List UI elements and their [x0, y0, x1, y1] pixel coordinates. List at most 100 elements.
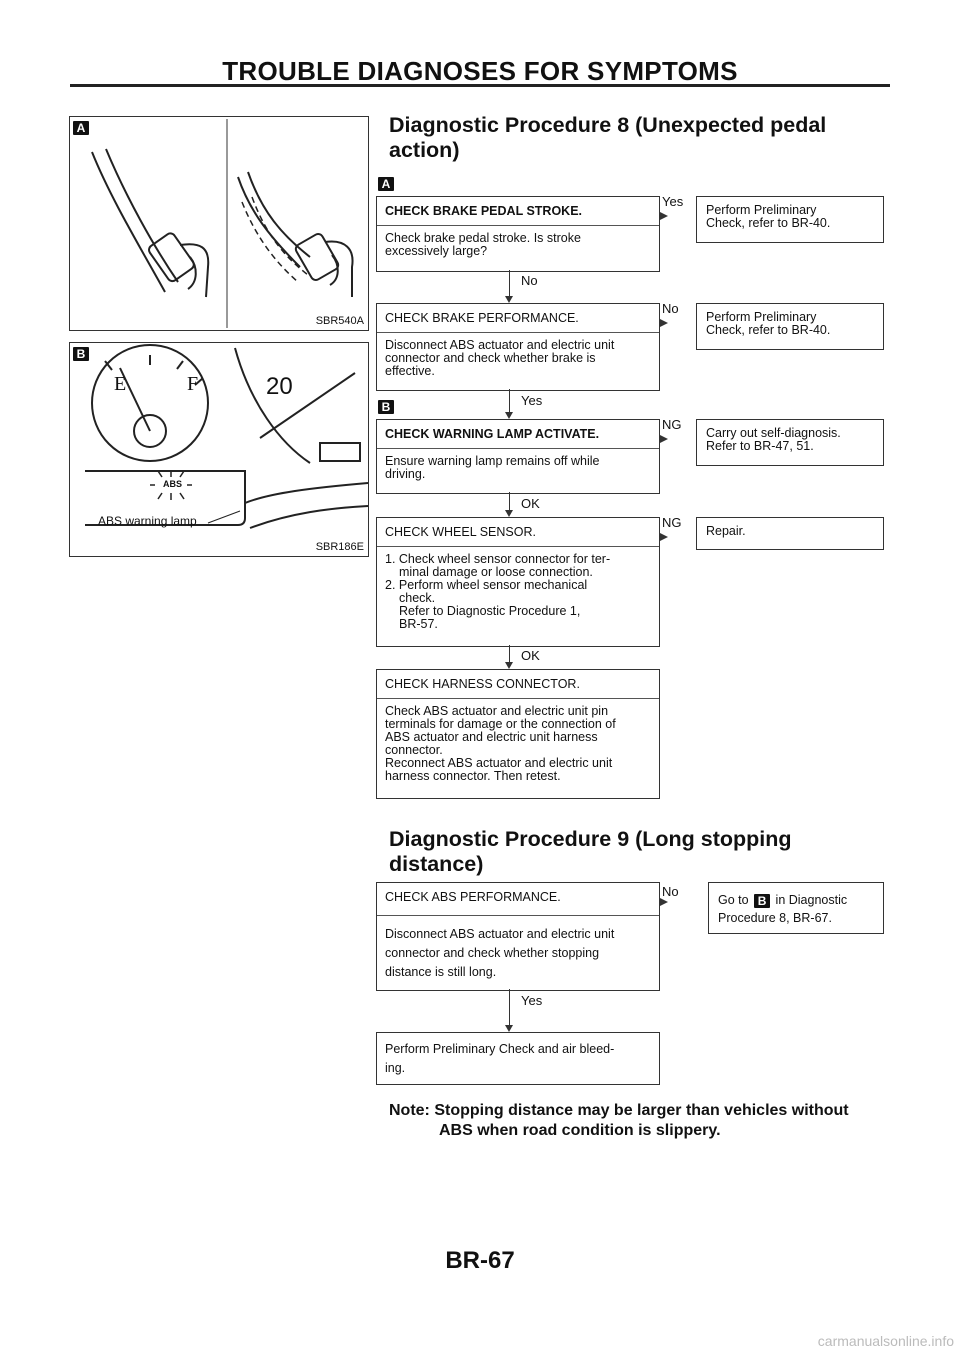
proc9-result-line1: Go to B in Diagnostic [718, 891, 874, 909]
proc8-step3-result: Carry out self-diagnosis. Refer to BR-47… [696, 419, 884, 466]
proc8-step4-result: Repair. [696, 517, 884, 550]
proc8-step2-body-line: Disconnect ABS actuator and electric uni… [385, 338, 615, 352]
proc8-step3-right-label: NG [662, 417, 682, 432]
result-line: Perform Preliminary [706, 310, 817, 324]
connector [659, 517, 660, 537]
result-line: Carry out self-diagnosis. [706, 426, 841, 440]
proc8-step1-body-line: excessively large? [385, 244, 488, 258]
proc8-step1-right-label: Yes [662, 194, 684, 209]
arrow-down-icon [505, 296, 513, 303]
proc8-step4-right-label: NG [662, 515, 682, 530]
connector [509, 492, 510, 510]
proc8-step4-body-line: minal damage or loose connection. [399, 565, 593, 579]
result-line: Refer to BR-47, 51. [706, 439, 814, 453]
proc9-step-heading: CHECK ABS PERFORMANCE. [377, 883, 659, 916]
proc9-result-tag: B [754, 893, 771, 908]
proc8-step3-heading: CHECK WARNING LAMP ACTIVATE. [377, 420, 659, 449]
proc8-step1-body-line: Check brake pedal stroke. Is stroke [385, 231, 581, 245]
proc9-final-line: Perform Preliminary Check and air bleed- [385, 1042, 615, 1056]
proc8-tag-a: A [378, 177, 394, 191]
proc8-title: Diagnostic Procedure 8 (Unexpected pedal… [389, 113, 826, 163]
proc9-final-box: Perform Preliminary Check and air bleed-… [376, 1032, 660, 1085]
page-header-title: TROUBLE DIAGNOSES FOR SYMPTOMS [222, 56, 738, 86]
abs-lamp-text: ABS [163, 479, 183, 489]
figure-b: B E F 20 ABS ABS warning lamp SBR186E [69, 342, 369, 557]
connector [509, 645, 510, 662]
figure-a: A SBR540A [69, 116, 369, 331]
connector [509, 389, 510, 412]
abs-warning-lamp-label: ABS warning lamp [98, 514, 197, 528]
proc8-step4-down-label: OK [521, 648, 540, 663]
figure-a-tag: A [73, 121, 89, 135]
arrow-right-icon [660, 435, 668, 443]
proc8-step1-box: CHECK BRAKE PEDAL STROKE. Check brake pe… [376, 196, 660, 272]
figure-a-code: SBR540A [315, 315, 364, 327]
proc8-step5-body-line: Check ABS actuator and electric unit pin [385, 704, 609, 718]
proc9-title: Diagnostic Procedure 9 (Long stopping di… [389, 827, 792, 877]
proc9-result-post: in Diagnostic [775, 893, 848, 907]
connector [659, 303, 660, 323]
proc8-step4-box: CHECK WHEEL SENSOR. 1. Check wheel senso… [376, 517, 660, 647]
proc9-step-body-line: distance is still long. [385, 965, 497, 979]
proc9-step-body-line: connector and check whether stopping [385, 946, 600, 960]
arrow-down-icon [505, 412, 513, 419]
proc8-step2-down-label: Yes [521, 393, 543, 408]
proc8-step2-right-label: No [662, 301, 679, 316]
abs-warning-lamp-illustration [85, 344, 368, 529]
connector [659, 419, 660, 439]
proc8-step5-body-line: harness connector. Then retest. [385, 769, 561, 783]
connector [659, 196, 660, 216]
result-line: Perform Preliminary [706, 203, 817, 217]
proc8-step4-body-line: check. [399, 591, 436, 605]
proc8-step3-box: CHECK WARNING LAMP ACTIVATE. Ensure warn… [376, 419, 660, 494]
proc8-step4-body-line: 1. Check wheel sensor connector for ter- [385, 552, 611, 566]
arrow-right-icon [660, 533, 668, 541]
proc9-right-label: No [662, 884, 679, 899]
arrow-down-icon [505, 1025, 513, 1032]
proc9-step-box: CHECK ABS PERFORMANCE. Disconnect ABS ac… [376, 882, 660, 991]
proc8-step5-body-line: ABS actuator and electric unit harness [385, 730, 598, 744]
proc8-step2-box: CHECK BRAKE PERFORMANCE. Disconnect ABS … [376, 303, 660, 391]
arrow-right-icon [660, 212, 668, 220]
proc8-step1-result: Perform Preliminary Check, refer to BR-4… [696, 196, 884, 243]
proc9-note-line2: ABS when road condition is slippery. [439, 1122, 721, 1139]
arrow-down-icon [505, 510, 513, 517]
proc8-step2-body-line: connector and check whether brake is [385, 351, 596, 365]
connector [509, 989, 510, 1025]
proc8-step5-body-line: Reconnect ABS actuator and electric unit [385, 756, 613, 770]
proc8-step4-body-line: Refer to Diagnostic Procedure 1, [399, 604, 581, 618]
figure-b-code: SBR186E [315, 541, 364, 553]
proc8-step5-box: CHECK HARNESS CONNECTOR. Check ABS actua… [376, 669, 660, 799]
connector [509, 270, 510, 296]
proc8-title-line2: action) [389, 138, 460, 162]
brake-pedal-illustration [91, 119, 354, 328]
arrow-right-icon [660, 319, 668, 327]
proc8-tag-b: B [378, 400, 394, 414]
proc8-step3-body-line: driving. [385, 467, 426, 481]
proc8-step2-heading: CHECK BRAKE PERFORMANCE. [377, 304, 659, 333]
proc9-down-label: Yes [521, 993, 543, 1008]
result-line: Check, refer to BR-40. [706, 323, 831, 337]
watermark: carmanualsonline.info [817, 1333, 954, 1349]
proc8-step1-heading: CHECK BRAKE PEDAL STROKE. [377, 197, 659, 226]
proc9-title-line1: Diagnostic Procedure 9 (Long stopping [389, 827, 792, 851]
proc9-title-line2: distance) [389, 852, 484, 876]
proc8-step5-body-line: connector. [385, 743, 443, 757]
proc9-step-body-line: Disconnect ABS actuator and electric uni… [385, 927, 615, 941]
gauge-e-label: E [114, 373, 127, 395]
speed-label: 20 [266, 373, 293, 400]
header-rule [70, 84, 890, 87]
gauge-f-label: F [187, 373, 199, 395]
proc8-step1-down-label: No [521, 273, 538, 288]
connector [659, 882, 660, 902]
proc8-step5-body-line: terminals for damage or the connection o… [385, 717, 616, 731]
proc8-step4-heading: CHECK WHEEL SENSOR. [377, 518, 659, 547]
arrow-down-icon [505, 662, 513, 669]
proc8-title-line1: Diagnostic Procedure 8 (Unexpected pedal [389, 113, 827, 137]
figure-b-tag: B [73, 347, 89, 361]
proc9-note-line1: Note: Stopping distance may be larger th… [389, 1102, 849, 1119]
proc9-final-line: ing. [385, 1061, 406, 1075]
proc8-step2-body-line: effective. [385, 364, 435, 378]
proc8-step4-body-line: 2. Perform wheel sensor mechanical [385, 578, 588, 592]
proc9-result: Go to B in Diagnostic Procedure 8, BR-67… [708, 882, 884, 934]
